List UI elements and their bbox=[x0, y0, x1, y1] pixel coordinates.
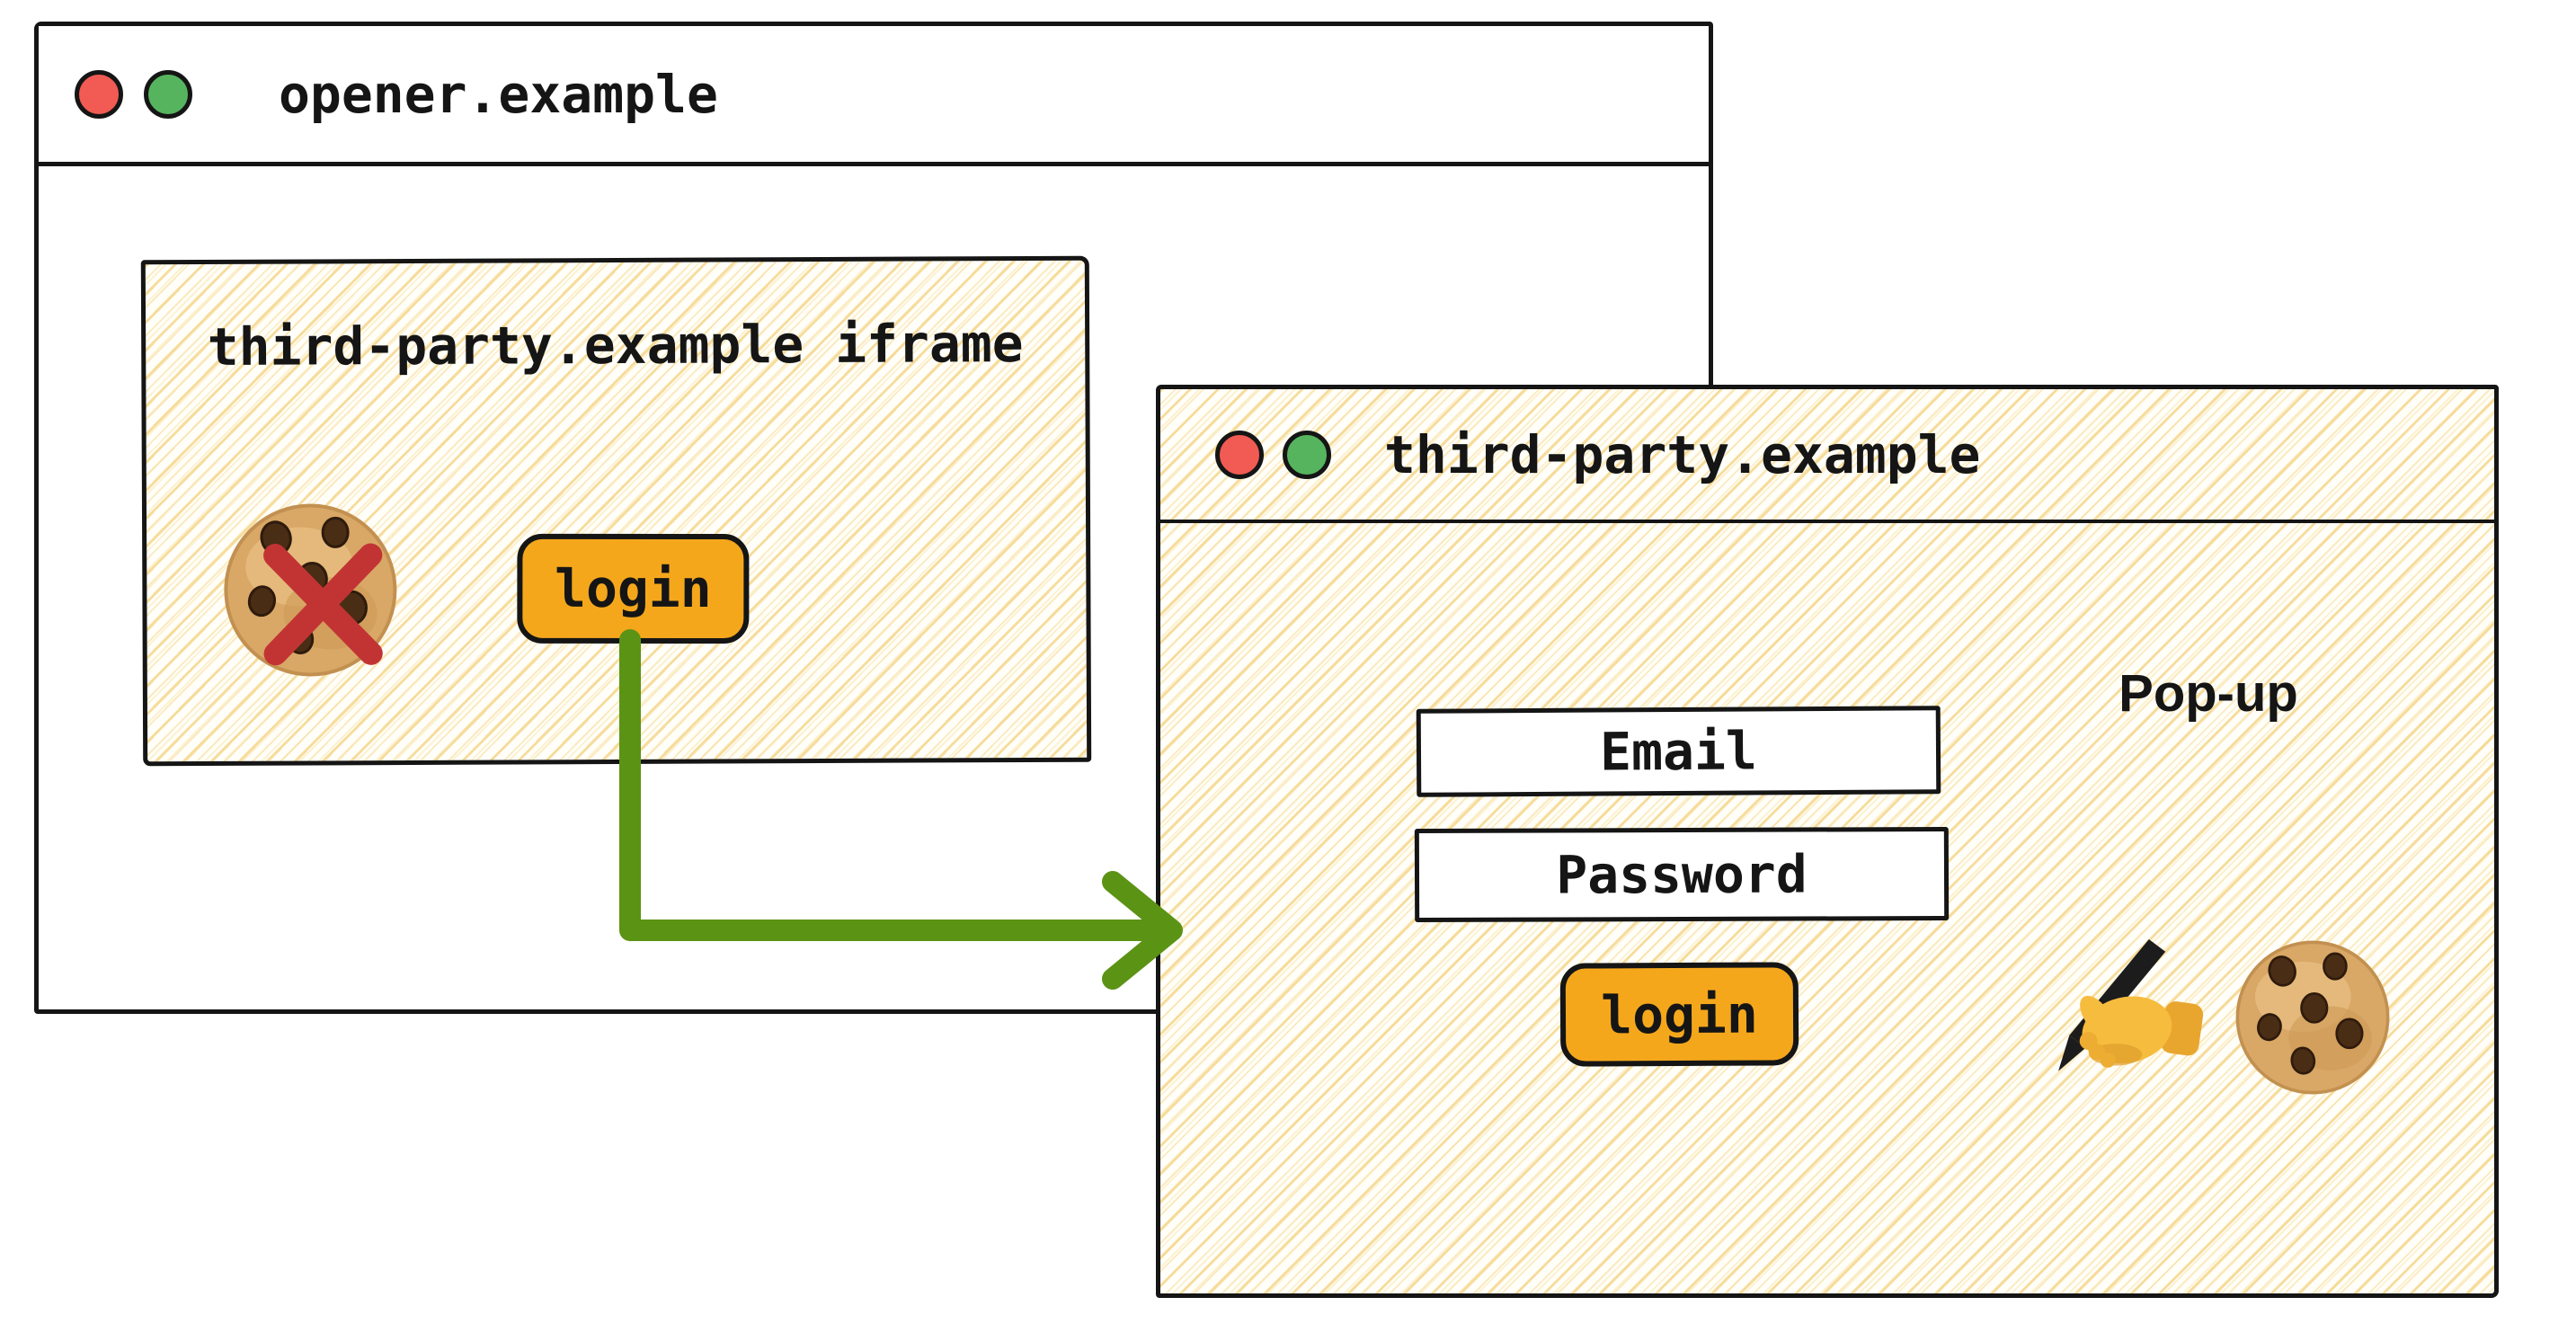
opener-window-title: opener.example bbox=[279, 63, 718, 125]
popup-annotation-label: Pop-up bbox=[2119, 664, 2298, 723]
popup-login-button[interactable]: login bbox=[1559, 962, 1799, 1067]
password-input[interactable]: Password bbox=[1414, 826, 1950, 923]
green-traffic-light-icon bbox=[144, 69, 192, 119]
opener-titlebar: opener.example bbox=[39, 26, 1709, 166]
red-cross-icon bbox=[245, 536, 401, 673]
cookie-icon bbox=[2233, 937, 2393, 1097]
red-traffic-light-icon bbox=[75, 69, 123, 119]
popup-titlebar: third-party.example bbox=[1160, 389, 2494, 523]
popup-window: third-party.example Pop-up Email Passwor… bbox=[1156, 385, 2499, 1298]
iframe-label: third-party.example iframe bbox=[207, 313, 1024, 378]
popup-window-title: third-party.example bbox=[1384, 423, 1981, 485]
blocked-cookie-icon bbox=[220, 500, 401, 680]
iframe-login-button[interactable]: login bbox=[517, 533, 750, 644]
writing-hand-icon bbox=[2056, 939, 2207, 1090]
third-party-iframe: third-party.example iframe login bbox=[140, 255, 1092, 767]
email-input[interactable]: Email bbox=[1416, 706, 1941, 797]
green-traffic-light-icon bbox=[1283, 430, 1331, 479]
red-traffic-light-icon bbox=[1215, 430, 1264, 479]
